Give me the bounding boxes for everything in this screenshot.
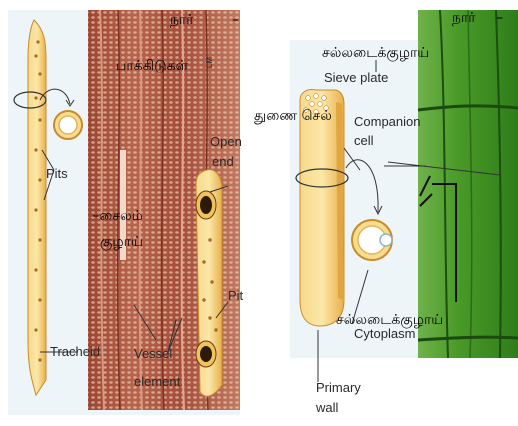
sieve-tube-label-top: சல்லடைக்குழாய்	[322, 45, 429, 63]
fibre-label-left: நார்	[170, 12, 194, 30]
companion-cell-label-en-2: cell	[354, 133, 374, 148]
sieve-plate-label: Sieve plate	[324, 70, 388, 85]
fibre-dash-right: –	[496, 10, 503, 26]
pits-label: Pits	[46, 166, 68, 181]
xylem-tube-label-2: குழாய்	[100, 234, 143, 252]
vessel-element-label-2: element	[134, 374, 180, 389]
vessel-element-cell	[196, 170, 222, 396]
companion-cell-label-en-1: Companion	[354, 114, 421, 129]
pit-label: Pit	[228, 288, 243, 303]
lm-label: LM	[205, 57, 214, 68]
companion-cell-label-ta: துணை செல்	[254, 108, 332, 126]
primary-wall-label-1: Primary	[316, 380, 361, 395]
cytoplasm-label: Cytoplasm	[354, 326, 415, 341]
fibre-dash-left: –	[232, 12, 239, 28]
open-end-label-2: end	[212, 154, 234, 169]
xylem-tube-label-1: –சைலம்	[92, 208, 143, 226]
vessel-element-label-1: Vessel	[134, 346, 172, 361]
tracheid-label: Tracheid	[50, 344, 100, 359]
primary-wall-label-2: wall	[316, 400, 338, 415]
fibre-label-right: நார்	[452, 10, 476, 28]
open-end-label-1: Open	[210, 134, 242, 149]
parenchyma-label: பாக்கிடுகள்	[116, 58, 188, 76]
